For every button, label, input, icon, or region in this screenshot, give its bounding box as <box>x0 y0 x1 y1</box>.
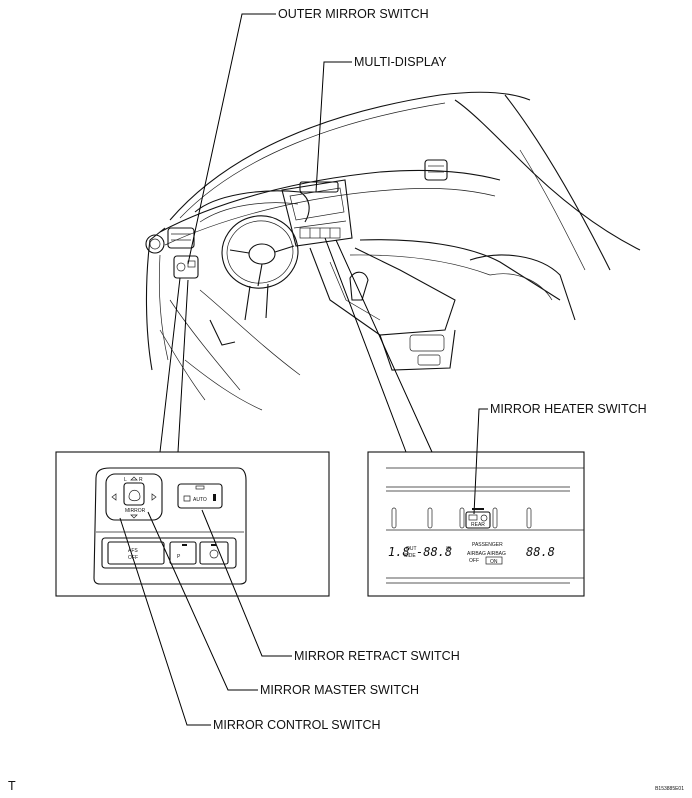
arrow-down-icon <box>130 514 138 519</box>
label-mirror-master-switch: MIRROR MASTER SWITCH <box>260 683 419 697</box>
arrow-up-icon <box>130 476 138 481</box>
vsc-off-button[interactable] <box>199 541 229 565</box>
mirror-heater-icon <box>480 514 488 522</box>
label-mirror-control-switch: MIRROR CONTROL SWITCH <box>213 718 381 732</box>
out-text: OUT <box>406 546 417 552</box>
multi-display-inset: REAR 1.8 OUT SIDE -88.8 °F PASSENGER AIR… <box>367 451 585 597</box>
arrow-right-icon <box>151 493 157 501</box>
side-text: SIDE <box>404 553 416 559</box>
figure-code: B153885E01 <box>655 786 684 792</box>
mirror-heater-switch[interactable] <box>465 511 491 529</box>
temp-readout: -88.8 <box>416 545 452 559</box>
switch-panel-inset: MIRROR L R AUTO AFS OFF P <box>55 451 330 597</box>
airbag-off-text: OFF <box>469 558 479 564</box>
mirror-retract-switch[interactable] <box>177 483 223 509</box>
leader-lines <box>119 13 488 726</box>
rear-text: REAR <box>471 522 485 528</box>
vsc-icon <box>209 549 219 559</box>
mirror-master-switch[interactable] <box>123 482 145 506</box>
airbag2-text: AIRBAG <box>487 551 506 557</box>
auto-text: AUTO <box>193 497 207 503</box>
label-mirror-heater-switch: MIRROR HEATER SWITCH <box>490 402 647 416</box>
mirror-control-switch[interactable] <box>105 473 163 521</box>
airbag-text: AIRBAG <box>467 551 486 557</box>
temp-unit: °F <box>446 546 451 552</box>
left-readout: 1.8 <box>388 545 410 559</box>
right-readout: 88.8 <box>526 545 555 559</box>
arrow-left-icon <box>111 493 117 501</box>
label-outer-mirror-switch: OUTER MIRROR SWITCH <box>278 7 429 21</box>
afs-off-button[interactable] <box>107 541 165 565</box>
mirror-icon <box>183 495 191 502</box>
mirror-text: MIRROR <box>125 508 146 514</box>
park-assist-button[interactable] <box>169 541 197 565</box>
corner-mark: T <box>8 779 16 793</box>
afs-text: AFS <box>128 548 138 554</box>
left-letter: L <box>124 477 127 483</box>
vehicle-interior-illustration <box>145 91 641 411</box>
rear-defog-icon <box>468 514 478 521</box>
right-letter: R <box>139 477 143 483</box>
passenger-text: PASSENGER <box>472 542 503 548</box>
airbag-on-text: ON <box>490 559 498 565</box>
label-mirror-retract-switch: MIRROR RETRACT SWITCH <box>294 649 460 663</box>
park-text: P <box>177 554 181 560</box>
callout-labels: OUTER MIRROR SWITCH MULTI-DISPLAY MIRROR… <box>213 7 647 732</box>
label-multi-display: MULTI-DISPLAY <box>354 55 447 69</box>
afs-off-text: OFF <box>128 555 138 561</box>
